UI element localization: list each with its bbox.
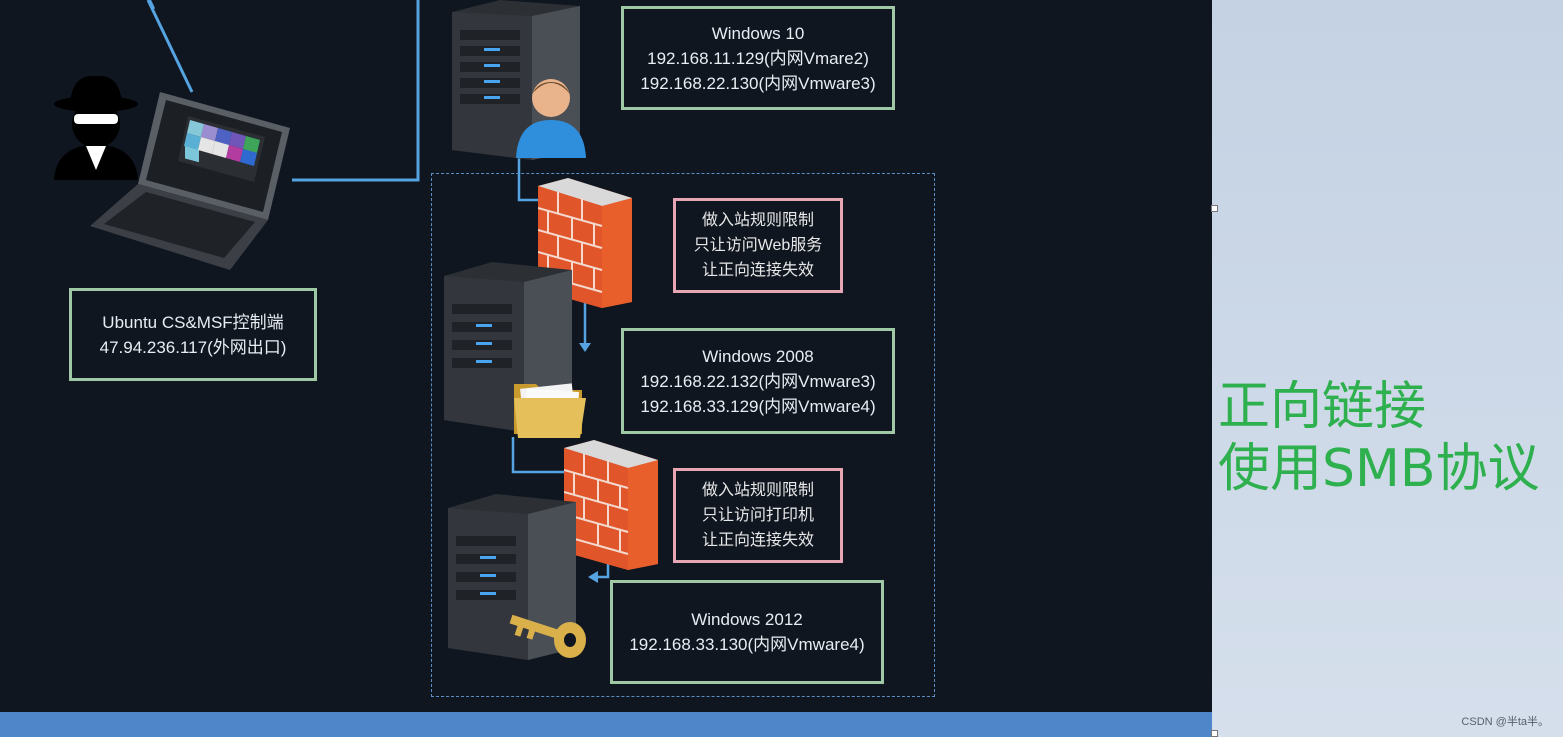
diagram-slide: Ubuntu CS&MSF控制端 47.94.236.117(外网出口) Win… [0, 0, 1212, 737]
win10-name: Windows 10 [711, 23, 805, 43]
win2012-name: Windows 2012 [691, 610, 803, 629]
controller-name: Ubuntu CS&MSF控制端 [102, 312, 284, 332]
rule2-line1: 做入站规则限制 [701, 482, 814, 499]
resize-handle[interactable] [1211, 205, 1218, 212]
slide-bottom-bar [0, 712, 1212, 737]
rule2-line2: 只让访问打印机 [701, 507, 814, 524]
internal-network-region [431, 173, 935, 697]
laptop-icon [90, 92, 290, 270]
firewall-rule-2-box: 做入站规则限制 只让访问打印机 让正向连接失效 [673, 468, 843, 563]
rule2-line3: 让正向连接失效 [701, 532, 814, 549]
win10-ip2: 192.168.22.130(内网Vmware3) [640, 73, 876, 93]
rule1-line3: 让正向连接失效 [701, 262, 814, 279]
server-win2012-icon [448, 494, 576, 660]
win2008-ip2: 192.168.33.129(内网Vmware4) [640, 396, 876, 416]
win10-ip1: 192.168.11.129(内网Vmare2) [647, 48, 869, 68]
win2008-box: Windows 2008 192.168.22.132(内网Vmware3) 1… [621, 328, 895, 434]
win2012-box: Windows 2012 192.168.33.130(内网Vmware4) [610, 580, 884, 684]
win2012-ip1: 192.168.33.130(内网Vmware4) [629, 635, 865, 654]
controller-box: Ubuntu CS&MSF控制端 47.94.236.117(外网出口) [69, 288, 317, 381]
win2008-name: Windows 2008 [702, 346, 814, 366]
resize-handle[interactable] [1211, 730, 1218, 737]
note-line2: 使用SMB协议 [1218, 439, 1540, 499]
firewall-rule-1-box: 做入站规则限制 只让访问Web服务 让正向连接失效 [673, 198, 843, 293]
slide-side-panel [1211, 0, 1563, 737]
rule1-line1: 做入站规则限制 [701, 212, 814, 229]
note-line1: 正向链接 [1218, 377, 1427, 437]
connector-lines [146, 0, 610, 583]
folder-icon [514, 383, 586, 438]
win2008-ip1: 192.168.22.132(内网Vmware3) [640, 371, 876, 391]
controller-ip: 47.94.236.117(外网出口) [99, 337, 287, 357]
key-icon [509, 614, 586, 658]
annotation-note: 正向链接 使用SMB协议 [1218, 376, 1540, 500]
hacker-icon [54, 75, 138, 180]
firewall-2-icon [564, 440, 658, 570]
rule1-line2: 只让访问Web服务 [693, 237, 823, 254]
win10-box: Windows 10 192.168.11.129(内网Vmare2) 192.… [621, 6, 895, 110]
user-icon [516, 79, 586, 158]
watermark: CSDN @半ta半。 [1461, 716, 1549, 728]
